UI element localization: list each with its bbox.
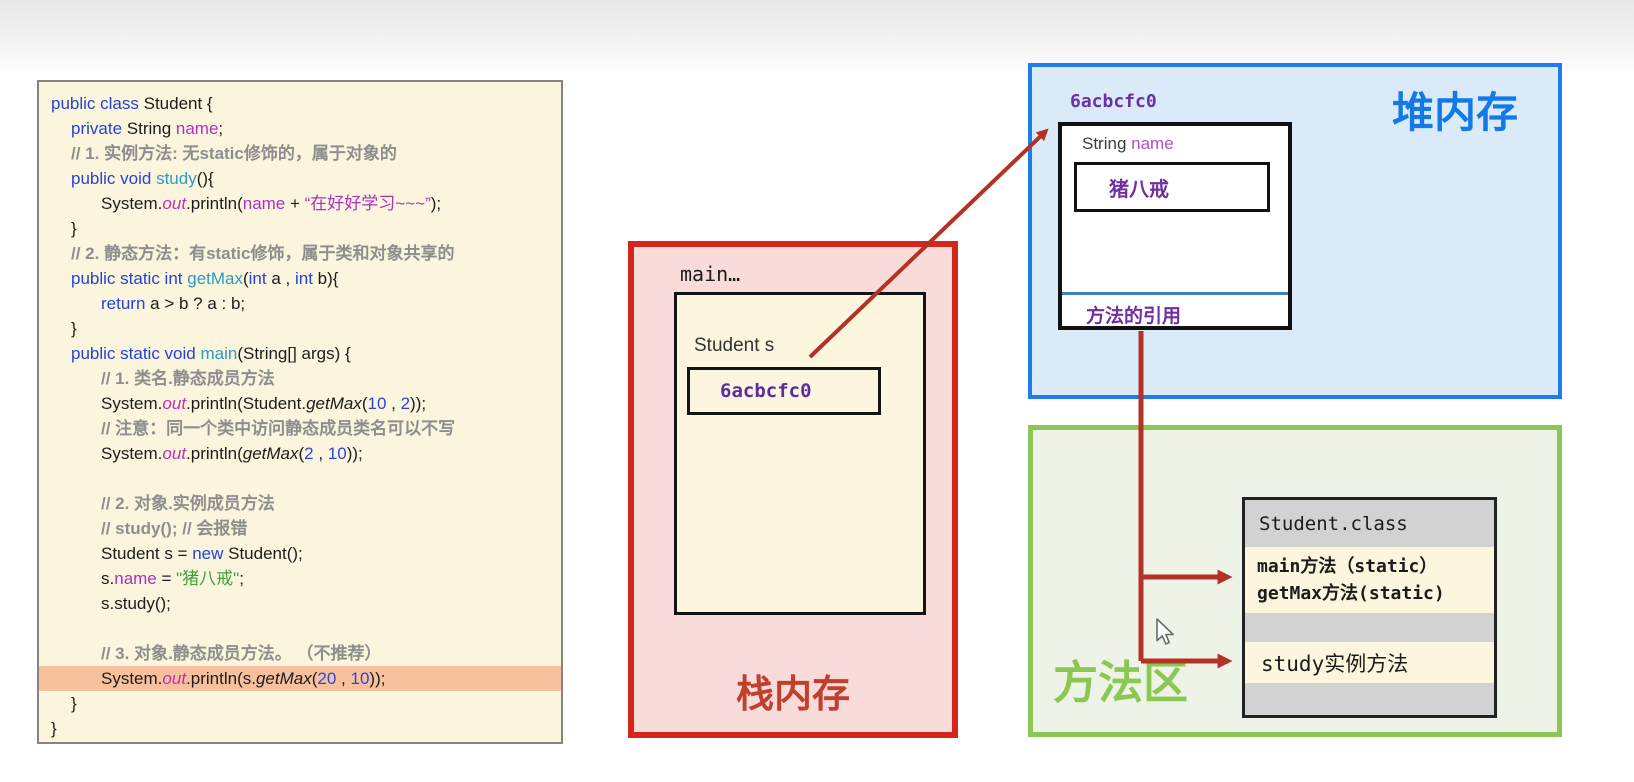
code-line: private String name; [71,119,224,138]
stack-variable-box: 6acbcfc0 [687,367,881,415]
code-line: // 注意：同一个类中访问静态成员类名可以不写 [101,419,456,438]
code-line: s.name = "猪八戒"; [101,569,244,588]
code-line [39,616,561,641]
code-line: public void study(){ [71,169,214,188]
stack-variable-label: Student s [694,335,775,356]
code-line: // study(); // 会报错 [101,519,248,538]
code-line: Student s = new Student(); [101,544,303,563]
heap-object-address: 6acbcfc0 [1070,91,1157,112]
main-stack-frame: Student s 6acbcfc0 [674,292,926,615]
code-line: public static void main(String[] args) { [71,344,351,363]
class-table-static-methods: main方法（static） getMax方法(static) [1245,547,1494,613]
code-line: // 1. 实例方法: 无static修饰的，属于对象的 [71,144,397,163]
static-method-entry: main方法（static） [1257,556,1438,577]
code-line: // 2. 静态方法：有static修饰，属于类和对象共享的 [71,244,455,263]
class-table: Student.class main方法（static） getMax方法(sta… [1242,497,1497,718]
code-line [39,466,561,491]
method-area-box: 方法区 Student.class main方法（static） getMax方法… [1028,425,1562,737]
heap-field-type: String [1082,134,1132,153]
heap-field-value: 猪八戒 [1109,178,1169,201]
code-panel: public class Student { private String nam… [37,80,563,744]
code-line: } [71,694,77,713]
class-table-bottom-gap [1245,683,1494,715]
heap-field-value-box: 猪八戒 [1074,162,1270,212]
code-line: // 2. 对象.实例成员方法 [101,494,275,513]
heap-field-label: String name [1082,134,1174,154]
method-area-title: 方法区 [1053,657,1189,708]
heap-object-divider [1062,292,1288,295]
code-line: s.study(); [101,594,171,613]
heap-method-reference-label: 方法的引用 [1086,306,1182,327]
heap-memory-box: 6acbcfc0 堆内存 String name 猪八戒 方法的引用 [1028,63,1562,399]
class-table-header: Student.class [1245,500,1494,547]
stack-variable-value: 6acbcfc0 [720,380,812,402]
code-line: // 3. 对象.静态成员方法。 （不推荐） [101,644,382,663]
static-method-entry: getMax方法(static) [1257,583,1445,604]
heap-field-name: name [1131,134,1174,153]
code-line: System.out.println(s.getMax(20 , 10)); [39,666,561,691]
code-line: } [71,319,77,338]
code-line: } [71,219,77,238]
heap-memory-title: 堆内存 [1391,89,1518,136]
code-line: public static int getMax(int a , int b){ [71,269,339,288]
heap-object-box: String name 猪八戒 方法的引用 [1058,122,1292,330]
class-table-instance-method: study实例方法 [1245,642,1494,683]
code-line: System.out.println(Student.getMax(10 , 2… [101,394,427,413]
stack-memory-title: 栈内存 [735,674,850,716]
stack-memory-box: main… Student s 6acbcfc0 栈内存 [628,241,958,738]
class-table-gap [1245,613,1494,642]
code-line: return a > b ? a : b; [101,294,246,313]
code-line: // 1. 类名.静态成员方法 [101,369,275,388]
code-line: System.out.println(name + “在好好学习~~~”); [101,194,442,213]
top-gradient-strip [0,0,1634,72]
code-line: System.out.println(getMax(2 , 10)); [101,444,363,463]
code-line: } [51,719,57,738]
code-line: public class Student { [51,94,213,113]
stack-frame-label: main… [680,262,741,286]
